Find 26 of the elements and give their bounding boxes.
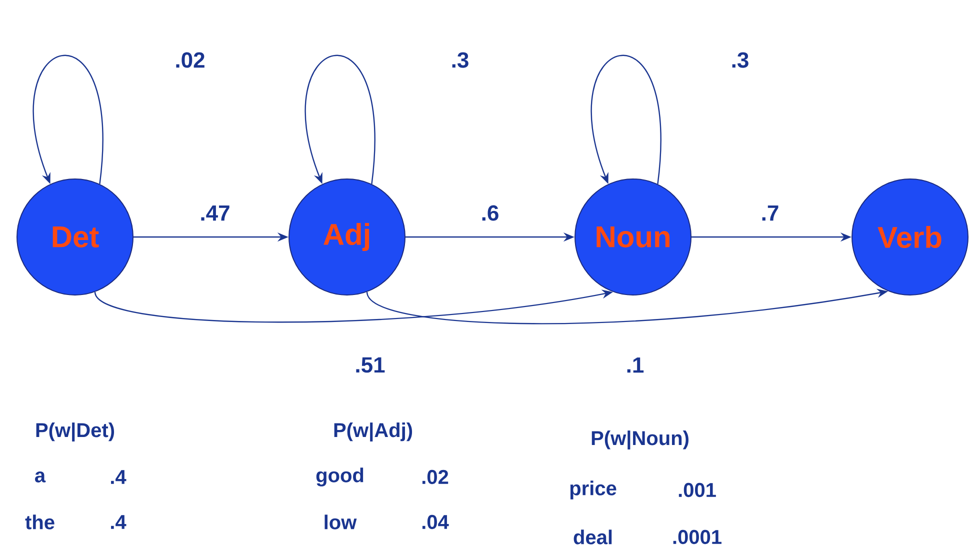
edge-label: .1: [624, 356, 646, 374]
probability-value: .02: [422, 470, 448, 484]
edge-label: .02: [174, 51, 206, 69]
word-label: low: [324, 514, 357, 530]
arrow: [304, 55, 376, 184]
probability-value: .04: [422, 514, 449, 530]
word-label: price: [570, 480, 616, 500]
probability-value: .4: [111, 515, 126, 529]
edge-label: .7: [760, 204, 780, 222]
probability-header: P(w|Adj): [334, 422, 412, 442]
arrow: [32, 55, 104, 184]
arrow: [590, 55, 662, 184]
probability-value: .001: [678, 482, 716, 498]
word-label: the: [25, 514, 54, 530]
edge-label: .51: [354, 356, 386, 374]
edge-label: .3: [450, 51, 470, 69]
probability-header: P(w|Det): [36, 422, 114, 442]
probability-value: .4: [111, 470, 126, 484]
edge-label: .6: [480, 204, 500, 222]
word-label: deal: [574, 530, 612, 544]
word-label: good: [316, 468, 364, 486]
probability-value: .0001: [673, 530, 722, 544]
edge-label: .47: [198, 204, 232, 222]
edge-label: .3: [730, 51, 750, 69]
word-label: a: [35, 472, 46, 482]
probability-header: P(w|Noun): [592, 430, 688, 450]
